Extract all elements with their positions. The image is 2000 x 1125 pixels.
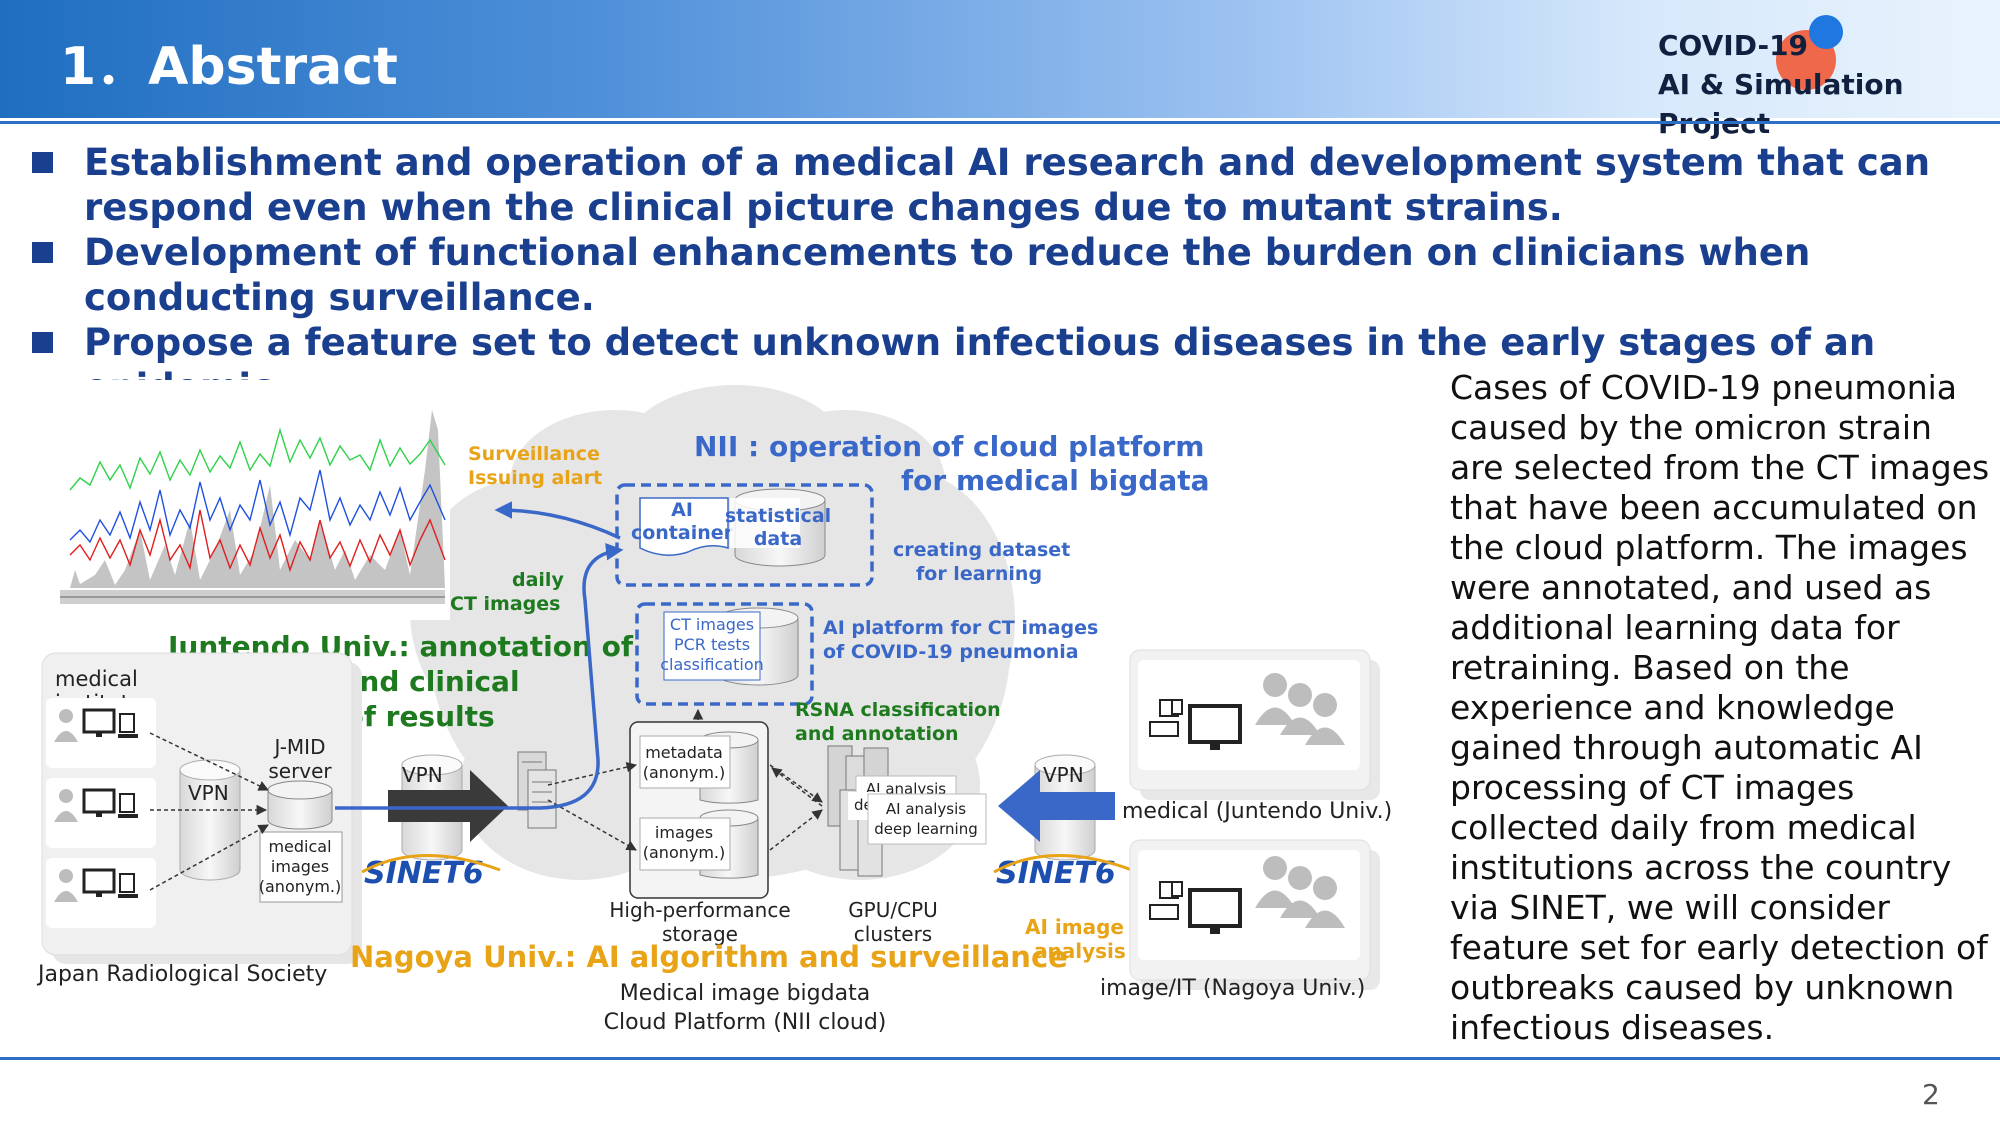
- medical-institutes-label: medical: [55, 667, 138, 691]
- rsna-label: RSNA classification: [795, 699, 1001, 721]
- gpu-label-2: clusters: [854, 922, 932, 946]
- vpn-label-right: VPN: [1043, 763, 1084, 787]
- bullet-text: Development of functional enhancements t…: [84, 231, 1811, 319]
- statistical-data-label: statistical: [725, 505, 831, 527]
- medical-images-label-3: (anonym.): [259, 877, 342, 896]
- medical-juntendo-label: medical (Juntendo Univ.): [1122, 799, 1392, 824]
- ai-image-analysis-label-2: analysis: [1034, 939, 1126, 963]
- project-name-line2: AI & Simulation Project: [1658, 68, 1904, 140]
- project-name: COVID-19 AI & Simulation Project: [1658, 26, 2000, 143]
- hps-label-2: storage: [662, 922, 738, 946]
- jrs-label: Japan Radiological Society: [36, 962, 327, 987]
- bullet-item: Establishment and operation of a medical…: [28, 140, 1988, 230]
- bullet-square-icon: [32, 152, 53, 173]
- images-label-2: (anonym.): [643, 843, 726, 862]
- project-name-line1: COVID-19: [1658, 29, 1809, 62]
- server-to-images-arrow: [547, 799, 637, 851]
- nii-subtitle: for medical bigdata: [901, 464, 1210, 497]
- creating-dataset-label: creating dataset: [893, 539, 1070, 561]
- gpu-label: GPU/CPU: [848, 898, 938, 922]
- hps-label: High-performance: [609, 898, 790, 922]
- ai-platform-label-2: of COVID-19 pneumonia: [823, 641, 1079, 663]
- medical-images-label-2: images: [271, 857, 329, 876]
- institute-row: [46, 858, 156, 928]
- ct-images-group-box: [635, 602, 814, 706]
- nagoya-people-icon: [1255, 856, 1345, 928]
- nagoya-workstation-icon: [1149, 881, 1242, 934]
- creating-dataset-label-2: for learning: [916, 563, 1042, 585]
- ai-analysis-label: AI analysis: [886, 800, 966, 818]
- sinet6-logo-left-icon: SINET6: [361, 854, 501, 891]
- image-it-nagoya-label: image/IT (Nagoya Univ.): [1100, 976, 1365, 1001]
- ct-box-label-1: CT images: [670, 615, 754, 634]
- metadata-label: metadata: [645, 743, 723, 762]
- storage-gpu-arrow: [769, 809, 823, 851]
- bullet-list: Establishment and operation of a medical…: [28, 140, 1988, 410]
- title-bar: [0, 0, 2000, 118]
- surveillance-label: Surveillance: [468, 443, 600, 465]
- gpu-storage-arrow: [771, 767, 823, 807]
- ai-container-doc-icon: [639, 497, 729, 556]
- cloud-platform-label-2: Cloud Platform (NII cloud): [604, 1010, 887, 1035]
- ai-container-label: AI: [671, 499, 693, 521]
- nii-title: NII : operation of cloud platform: [694, 430, 1204, 463]
- juntendo-workstation-icon: [1149, 699, 1242, 750]
- download-blue-arrow: [998, 770, 1115, 842]
- ct-box-label-2: PCR tests: [674, 635, 750, 654]
- institute-row: [46, 778, 156, 848]
- jmid-label: J-MID: [273, 735, 326, 759]
- bullet-square-icon: [32, 332, 53, 353]
- page-number: 2: [1922, 1078, 1940, 1111]
- rsna-label-2: and annotation: [795, 723, 959, 745]
- vpn-label-left: VPN: [402, 763, 443, 787]
- server-to-metadata-arrow: [547, 761, 638, 786]
- institute-to-jmid-arrow: [149, 824, 269, 891]
- juntendo-people-icon: [1255, 673, 1345, 745]
- header-divider: [0, 121, 2000, 124]
- surveillance-blue-arrow: [494, 501, 621, 540]
- ai-image-analysis-label: AI image: [1025, 915, 1124, 939]
- ai-container-label-2: container: [631, 522, 734, 544]
- vpn-cylinder-left-icon: [179, 759, 241, 881]
- project-logo-icon: [1776, 15, 1843, 90]
- daily-ct-blue-arrow: [335, 542, 624, 810]
- nagoya-label: Nagoya Univ.: AI algorithm and surveilla…: [350, 940, 1068, 974]
- description-text: Cases of COVID-19 pneumonia caused by th…: [1450, 368, 1990, 1047]
- medical-images-label: medical: [268, 837, 331, 856]
- statistical-data-label-2: data: [754, 528, 802, 550]
- bullet-item: Development of functional enhancements t…: [28, 230, 1988, 320]
- vpn-label-inner: VPN: [188, 781, 229, 805]
- images-label: images: [655, 823, 713, 842]
- deep-learning-label: deep learning: [874, 820, 977, 838]
- upload-dark-arrow: [388, 770, 508, 842]
- institute-to-jmid-arrow: [149, 732, 269, 791]
- ct-box-label-3: classification: [660, 655, 764, 674]
- cloud-platform-label: Medical image bigdata: [620, 981, 870, 1006]
- surveillance-chart-thumbnail: [40, 380, 450, 620]
- system-diagram: Surveillance Issuing alart daily CT imag…: [36, 380, 1392, 1035]
- bullet-text: Establishment and operation of a medical…: [84, 141, 1931, 229]
- bullet-square-icon: [32, 242, 53, 263]
- jmid-label-2: server: [268, 759, 332, 783]
- daily-label: daily: [512, 569, 564, 591]
- gateway-server-icon: [517, 751, 557, 829]
- metadata-label-2: (anonym.): [643, 763, 726, 782]
- daily-ct-images-label: CT images: [450, 593, 560, 615]
- sinet6-logo-right-icon: SINET6: [993, 854, 1133, 891]
- page-title: 1．Abstract: [60, 37, 398, 97]
- jmid-server-cylinder-icon: [267, 780, 333, 830]
- issuing-alert-label: Issuing alart: [468, 467, 602, 489]
- ai-platform-label: AI platform for CT images: [823, 617, 1098, 639]
- footer-divider: [0, 1057, 2000, 1060]
- institute-row: [46, 698, 156, 768]
